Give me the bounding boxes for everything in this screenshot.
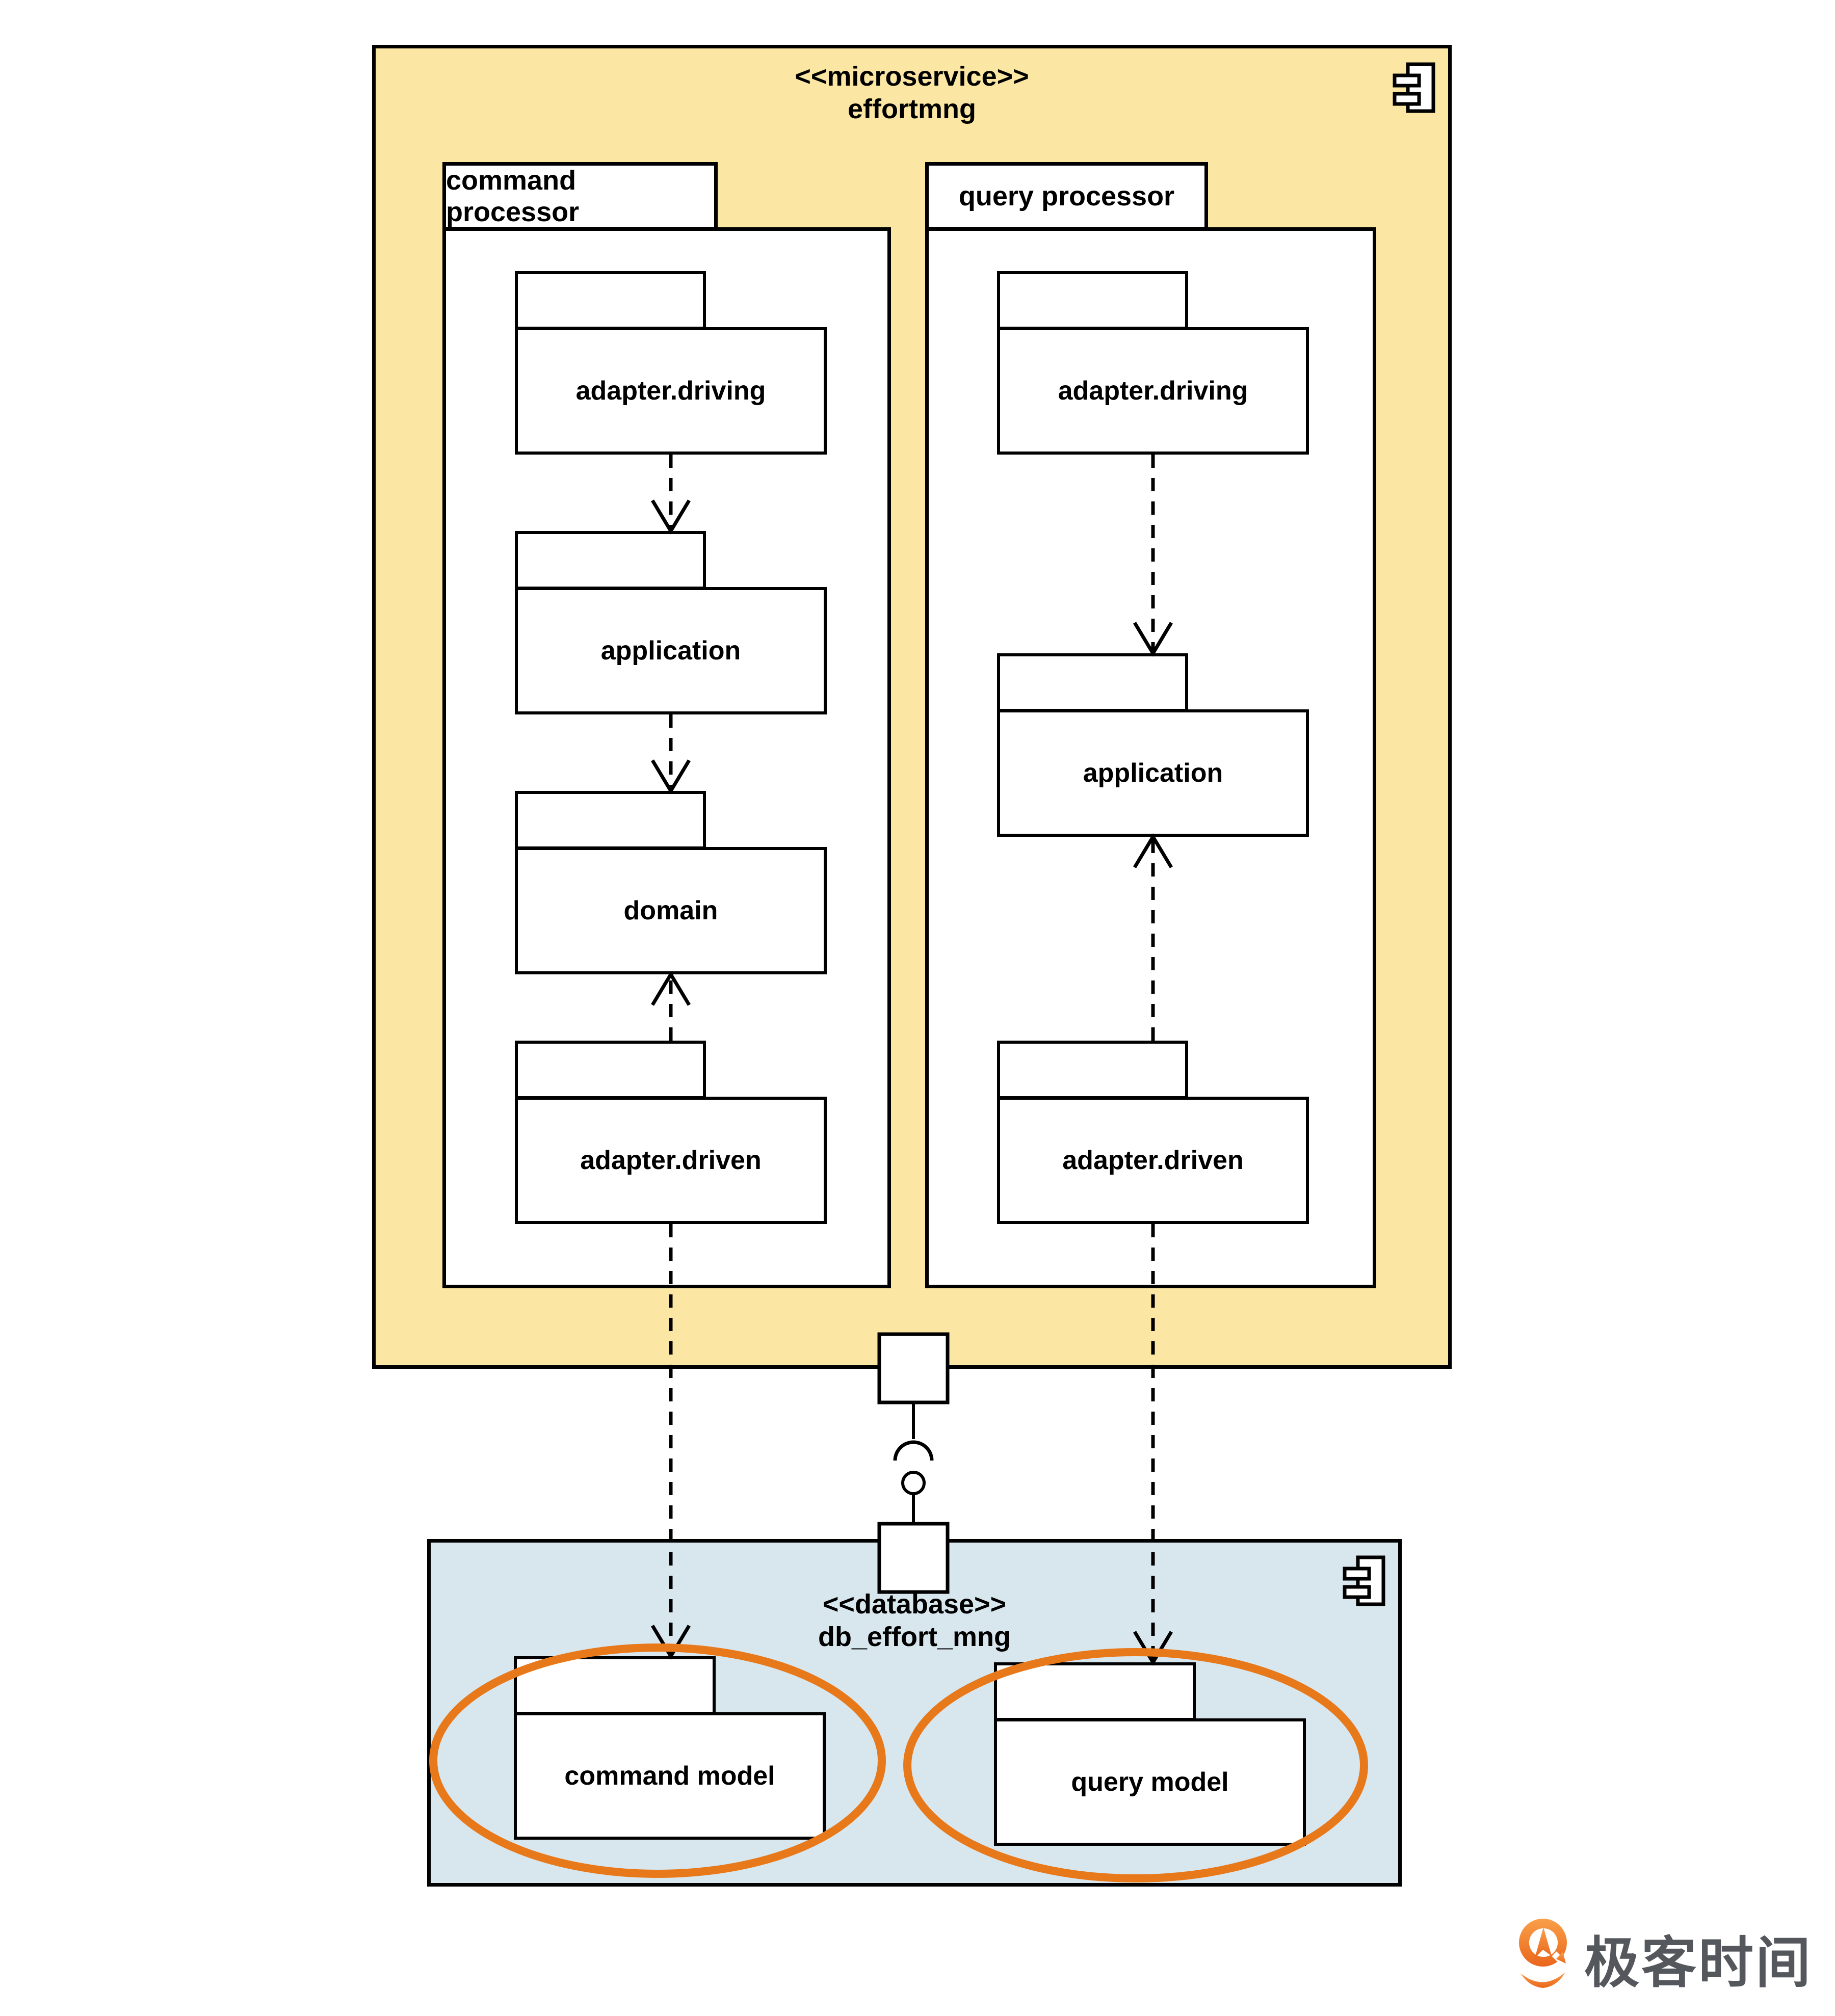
package-tab (997, 271, 1188, 330)
package-tab (997, 653, 1188, 712)
package-command-model: command model (514, 1712, 826, 1840)
package-label: adapter.driving (1058, 376, 1248, 406)
package-label: domain (623, 896, 718, 925)
package-cmd-application: application (515, 587, 827, 714)
query-processor-label: query processor (958, 181, 1175, 211)
microservice-title: <<microservice>> effortmng (372, 60, 1452, 125)
package-tab (515, 531, 706, 590)
package-tab (515, 791, 706, 850)
package-qry-application: application (997, 709, 1309, 837)
package-qry-adapter-driving: adapter.driving (997, 327, 1309, 455)
database-title: <<database>> db_effort_mng (427, 1588, 1402, 1653)
package-label: adapter.driven (1062, 1146, 1244, 1175)
package-label: adapter.driving (575, 376, 766, 406)
geektime-logo-text: 极客时间 (1584, 1932, 1813, 1994)
package-cmd-adapter-driving: adapter.driving (515, 327, 827, 455)
package-label: command model (564, 1761, 775, 1791)
package-cmd-domain: domain (515, 847, 827, 974)
package-tab (515, 271, 706, 330)
package-tab (997, 1041, 1188, 1099)
package-tab (514, 1656, 716, 1715)
package-cmd-adapter-driven: adapter.driven (515, 1097, 827, 1224)
database-stereotype: <<database>> (822, 1589, 1007, 1620)
package-query-model: query model (994, 1718, 1306, 1846)
microservice-name: effortmng (848, 94, 976, 124)
command-processor-tab: command processor (442, 162, 718, 230)
package-tab (515, 1041, 706, 1099)
database-name: db_effort_mng (818, 1622, 1011, 1652)
package-qry-adapter-driven: adapter.driven (997, 1097, 1309, 1224)
ball-icon (901, 1471, 926, 1495)
command-processor-label: command processor (446, 165, 580, 227)
package-tab (994, 1662, 1196, 1721)
package-label: adapter.driven (580, 1146, 762, 1175)
microservice-stereotype: <<microservice>> (795, 61, 1029, 92)
query-processor-tab: query processor (925, 162, 1208, 230)
socket-icon (893, 1440, 934, 1461)
package-label: query model (1071, 1767, 1229, 1797)
package-label: application (1083, 758, 1223, 788)
geektime-logo-icon (1519, 1919, 1567, 1988)
package-label: application (600, 636, 741, 666)
